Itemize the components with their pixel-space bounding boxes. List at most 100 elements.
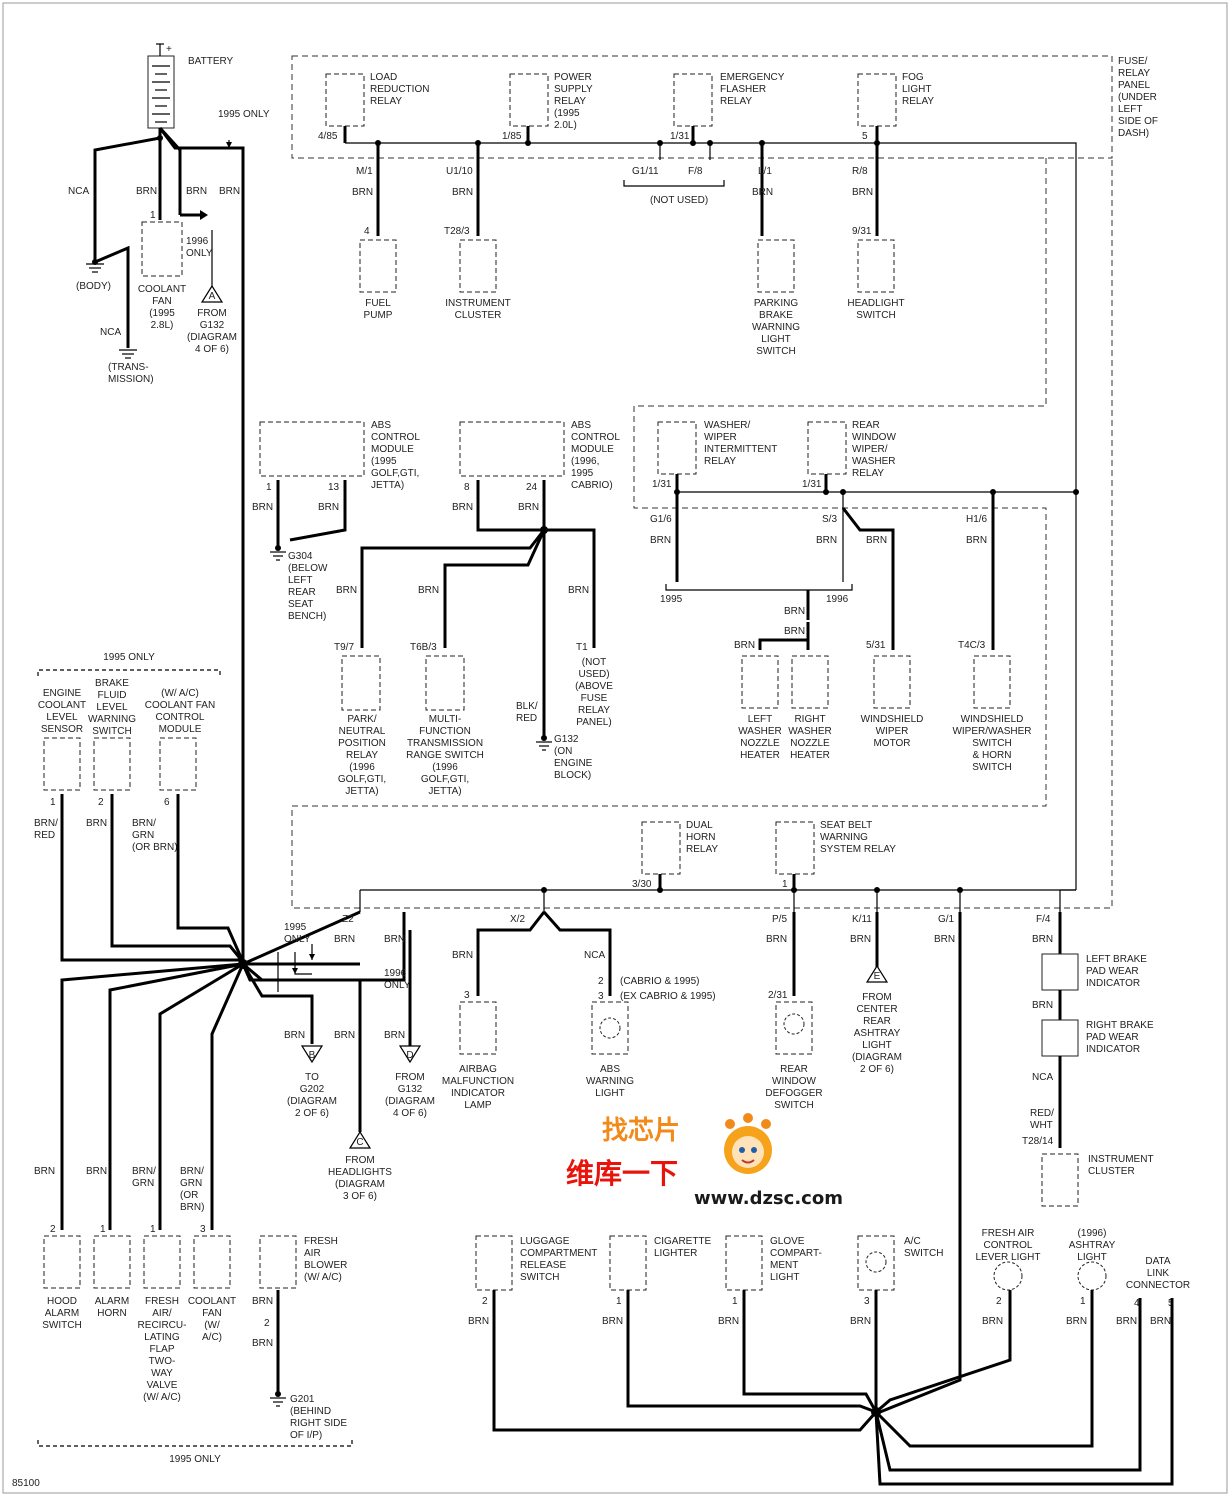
svg-text:BRN/RED: BRN/RED bbox=[34, 818, 58, 841]
wire-brn-lnozzle: BRN bbox=[734, 640, 755, 651]
svg-text:4: 4 bbox=[1134, 1298, 1140, 1309]
wire-nca-abs: NCA bbox=[584, 950, 605, 961]
svg-text:BRN/GRN: BRN/GRN bbox=[132, 1166, 156, 1189]
svg-text:4/85: 4/85 bbox=[318, 131, 338, 142]
svg-text:BRN: BRN bbox=[34, 1166, 55, 1177]
ground-transmission-symbol bbox=[119, 349, 137, 359]
svg-text:1/85: 1/85 bbox=[502, 131, 522, 142]
diagram-id: 85100 bbox=[12, 1478, 40, 1489]
wire-brn-nozzle-mid: BRN bbox=[784, 626, 805, 637]
wire-brn-w2: BRN bbox=[816, 535, 837, 546]
connector-e-letter: E bbox=[874, 971, 881, 982]
wire-brn-abs2b: BRN bbox=[518, 502, 539, 513]
svg-text:BRN: BRN bbox=[718, 1316, 739, 1327]
svg-text:2: 2 bbox=[98, 797, 104, 808]
svg-text:24: 24 bbox=[526, 482, 538, 493]
pin-t28-14: T28/14 bbox=[1022, 1136, 1054, 1147]
connector-b-triangle bbox=[300, 1045, 324, 1064]
svg-text:T4C/3: T4C/3 bbox=[958, 640, 986, 651]
wire-brn-nozzle-top: BRN bbox=[784, 606, 805, 617]
svg-text:4: 4 bbox=[364, 226, 370, 237]
svg-text:BRN: BRN bbox=[1150, 1316, 1171, 1327]
svg-text:3: 3 bbox=[200, 1224, 206, 1235]
ground-g132-engine-symbol bbox=[536, 735, 552, 751]
svg-text:2: 2 bbox=[264, 1318, 270, 1329]
connector-c-letter: C bbox=[356, 1137, 363, 1148]
svg-text:(CABRIO & 1995): (CABRIO & 1995) bbox=[620, 976, 699, 987]
svg-text:3/30: 3/30 bbox=[632, 879, 652, 890]
abs-warning-light: 2 3 (CABRIO & 1995) (EX CABRIO & 1995) A… bbox=[586, 976, 716, 1099]
svg-text:BRN: BRN bbox=[1066, 1316, 1087, 1327]
svg-text:5: 5 bbox=[862, 131, 868, 142]
wire-brn-c: BRN bbox=[334, 1030, 355, 1041]
svg-text:BRN: BRN bbox=[602, 1316, 623, 1327]
wire-brn-g1: BRN bbox=[934, 934, 955, 945]
svg-text:BRN: BRN bbox=[850, 1316, 871, 1327]
svg-text:2/31: 2/31 bbox=[768, 990, 788, 1001]
wire-brn-park: BRN bbox=[336, 585, 357, 596]
wire-brn-d: BRN bbox=[384, 934, 405, 945]
wire-brn-splice: BRN bbox=[334, 934, 355, 945]
svg-text:BRN: BRN bbox=[982, 1316, 1003, 1327]
conn-m1: M/1 bbox=[356, 166, 373, 177]
connector-e-triangle bbox=[865, 964, 889, 983]
connector-b-letter: B bbox=[309, 1050, 316, 1061]
wire-brn-1: BRN bbox=[136, 186, 157, 197]
svg-text:1/31: 1/31 bbox=[802, 479, 822, 490]
wire-blk-red: BLK/RED bbox=[516, 701, 538, 724]
svg-text:2: 2 bbox=[996, 1296, 1002, 1307]
wire-brn-w4: BRN bbox=[966, 535, 987, 546]
svg-text:1/31: 1/31 bbox=[670, 131, 690, 142]
left-1995-header: 1995 ONLY bbox=[103, 652, 155, 663]
left-brake-pad-box bbox=[1041, 953, 1079, 991]
conn-g1-11: G1/11 bbox=[632, 166, 659, 177]
instrument-cluster-bottom-box bbox=[1041, 1153, 1079, 1207]
wire-red-wht: RED/WHT bbox=[1030, 1108, 1054, 1131]
svg-text:6: 6 bbox=[164, 797, 170, 808]
wire-brn-abs2a: BRN bbox=[452, 502, 473, 513]
ground-g201-symbol bbox=[270, 1391, 286, 1407]
